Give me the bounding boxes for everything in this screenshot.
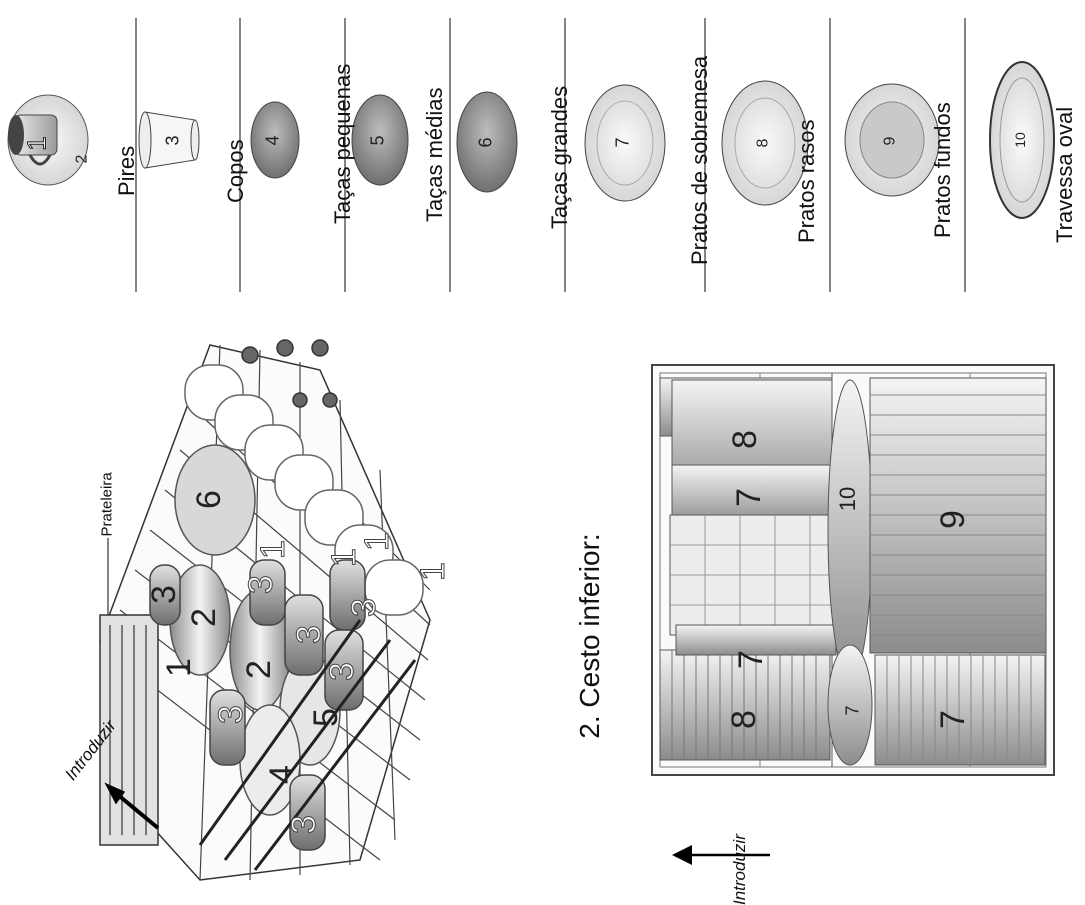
lower-num-8b: 8 [724,710,763,729]
upper-num-1e: 1 [413,562,452,582]
legend-num-2: 2 [73,154,91,164]
prateleira-callout: Prateleira [98,472,116,537]
legend-num-7: 7 [612,137,633,148]
legend-num-4: 4 [262,135,283,146]
lower-basket-graphic [651,364,1055,865]
lower-insert-label: Introduzir [730,834,749,905]
lower-num-9: 9 [933,510,972,529]
upper-num-3g: 3 [284,815,323,835]
legend-label-copos: Copos [223,139,248,203]
large-bowl-icon [456,91,518,193]
legend-num-9: 9 [881,136,899,146]
legend-num-10: 10 [1011,132,1028,148]
glass-icon [138,111,200,169]
upper-num-1d: 1 [159,658,198,677]
lower-num-7d: 7 [933,710,972,729]
lower-basket-title: 2. Cesto inferior: [574,533,605,739]
upper-num-1b: 1 [253,540,292,560]
legend-num-1: 1 [21,136,52,151]
lower-num-7c: 7 [842,705,863,716]
upper-num-2a: 2 [184,608,223,627]
legend-num-3: 3 [162,135,183,146]
lower-num-7a: 7 [729,488,768,507]
lower-num-10: 10 [835,486,861,512]
upper-num-2b: 2 [239,660,278,679]
upper-num-3e: 3 [322,662,361,682]
upper-basket-graphic [99,339,431,881]
medium-bowl-icon [351,94,409,186]
legend-label-pires: Pires [114,145,139,196]
legend-label-pratos-sobremesa: Pratos de sobremesa [687,55,712,265]
legend-label-travessa-oval: Travessa oval [1052,106,1077,243]
upper-num-1c: 1 [324,548,363,568]
lower-num-7b: 7 [731,650,770,669]
upper-num-3a: 3 [144,585,183,604]
legend-num-6: 6 [475,137,496,148]
legend-label-tacas-pequenas: Taças pequenas [330,63,355,224]
legend-num-5: 5 [367,135,388,146]
upper-num-3f: 3 [211,705,250,725]
legend-label-tacas-medias: Taças médias [422,87,447,222]
upper-num-3d: 3 [289,625,328,645]
cup-saucer-icon [7,94,89,186]
small-bowl-icon [250,101,300,179]
legend-label-pratos-rasos: Pratos rasos [794,119,819,244]
upper-num-3c: 3 [344,598,383,618]
upper-num-3b: 3 [241,575,280,595]
oval-platter-icon [989,61,1055,219]
lower-num-8a: 8 [725,430,764,449]
upper-num-5: 5 [306,708,345,727]
upper-num-4: 4 [262,765,301,784]
legend-label-tacas-grandes: Taças grandes [547,85,572,229]
upper-num-6: 6 [189,490,228,509]
legend-num-8: 8 [754,138,772,148]
legend-label-pratos-fundos: Pratos fundos [930,102,955,238]
